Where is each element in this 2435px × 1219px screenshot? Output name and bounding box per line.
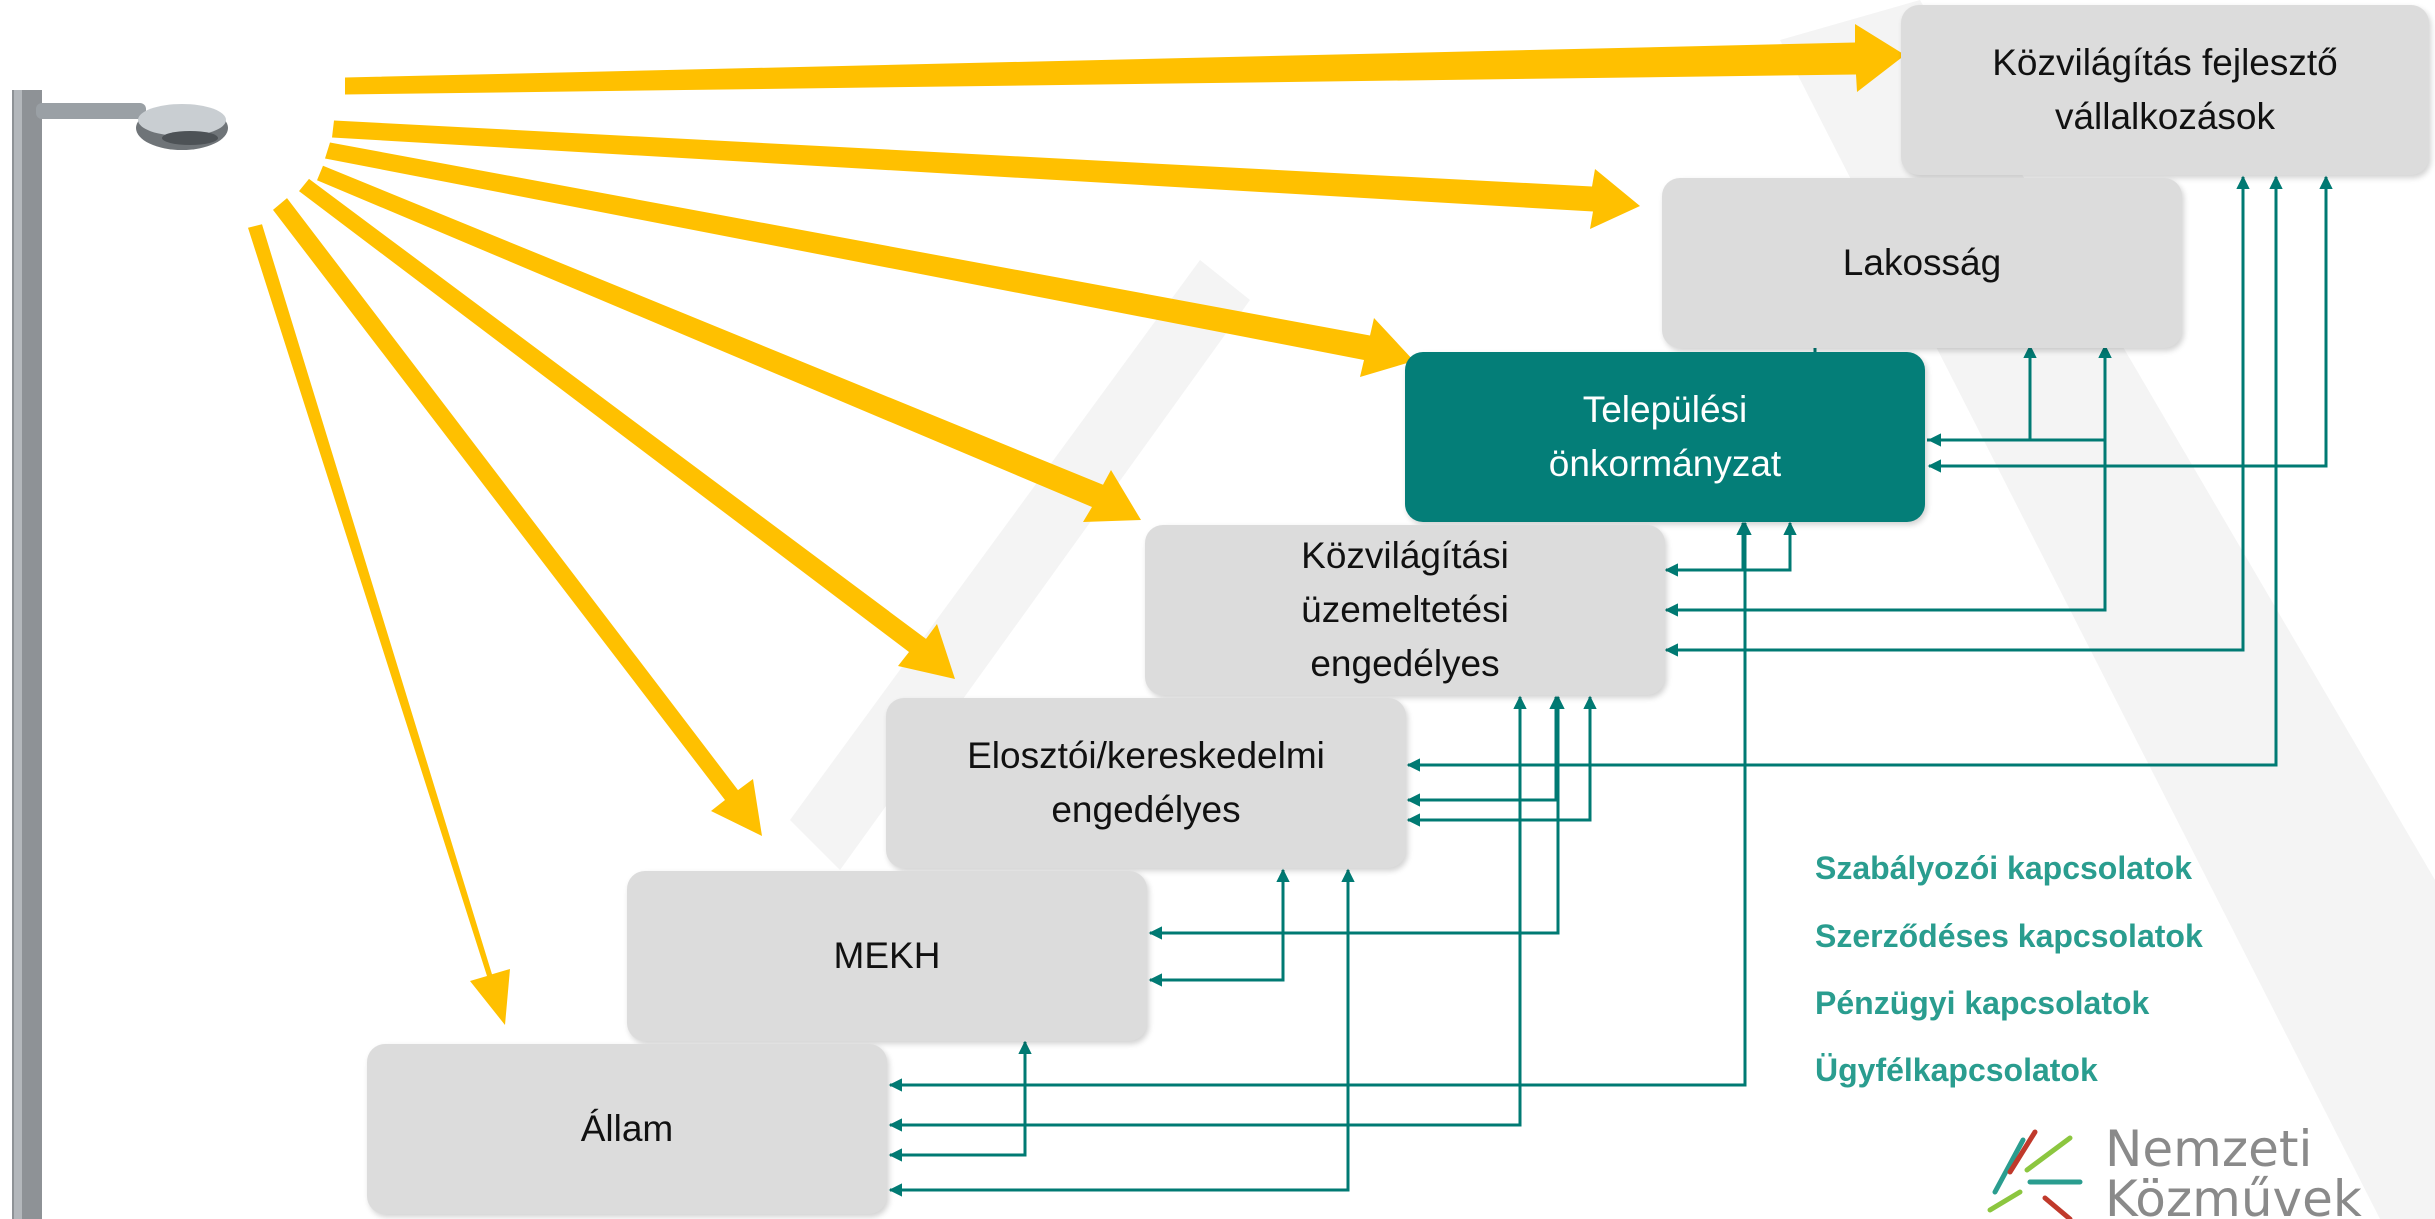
node-label: Állam [580,1108,674,1149]
yellow-arrows [248,24,1905,1026]
node-kozvilagitas-fejleszto: Közvilágítás fejlesztő vállalkozások [1901,5,2429,175]
yellow-arrow-to-uzemelteto [317,165,1141,523]
teal-connectors [888,175,2333,1197]
node-kozvilagitasi-uzemeltetesi: Közvilágítási üzemeltetési engedélyes [1145,525,1665,695]
yellow-arrow-to-onkormanyzat [325,142,1414,377]
node-mekh: MEKH [627,871,1147,1041]
yellow-arrow-to-mekh [273,198,762,837]
node-label: Települési önkormányzat [1548,389,1782,484]
node-lakossag: Lakosság [1662,178,2182,348]
legend-item-szabalyozoi: Szabályozói kapcsolatok [1815,850,2193,886]
yellow-arrow-to-eloszto [299,178,955,679]
node-label: Közvilágítás fejlesztő vállalkozások [1992,42,2338,137]
logo-text-line1: Nemzeti [2105,1120,2313,1178]
nemzeti-kozmuvek-logo: Nemzeti Közművek [1970,1120,2435,1219]
legend-item-ugyfel: Ügyfélkapcsolatok [1815,1052,2098,1088]
node-label: Lakosság [1842,242,2002,283]
connector [1666,521,1797,572]
connector [890,1040,1032,1157]
node-label: Közvilágítási üzemeltetési engedélyes [1301,535,1509,684]
logo-text-line2: Közművek [2105,1170,2362,1219]
legend-item-szerzodeses: Szerződéses kapcsolatok [1815,918,2203,954]
node-label: MEKH [833,935,941,976]
street-lamp-icon [12,90,228,1219]
node-allam: Állam [367,1044,887,1214]
connector [1408,695,1597,822]
yellow-arrow-to-lakossag [332,120,1640,229]
node-telepulesi-onkormanyzat: Települési önkormányzat [1405,352,1925,522]
legend-item-penzugyi: Pénzügyi kapcsolatok [1815,985,2150,1021]
connector [1150,868,1290,982]
yellow-arrow-to-allam [248,224,510,1026]
yellow-arrow-to-fejleszto [345,24,1905,95]
node-eloszto-kereskedelmi: Elosztói/kereskedelmi engedélyes [886,698,1406,868]
connector [1408,695,1563,802]
nemzeti-kozmuvek-logo-icon [1987,1129,2083,1219]
node-label: Elosztói/kereskedelmi engedélyes [967,735,1325,830]
